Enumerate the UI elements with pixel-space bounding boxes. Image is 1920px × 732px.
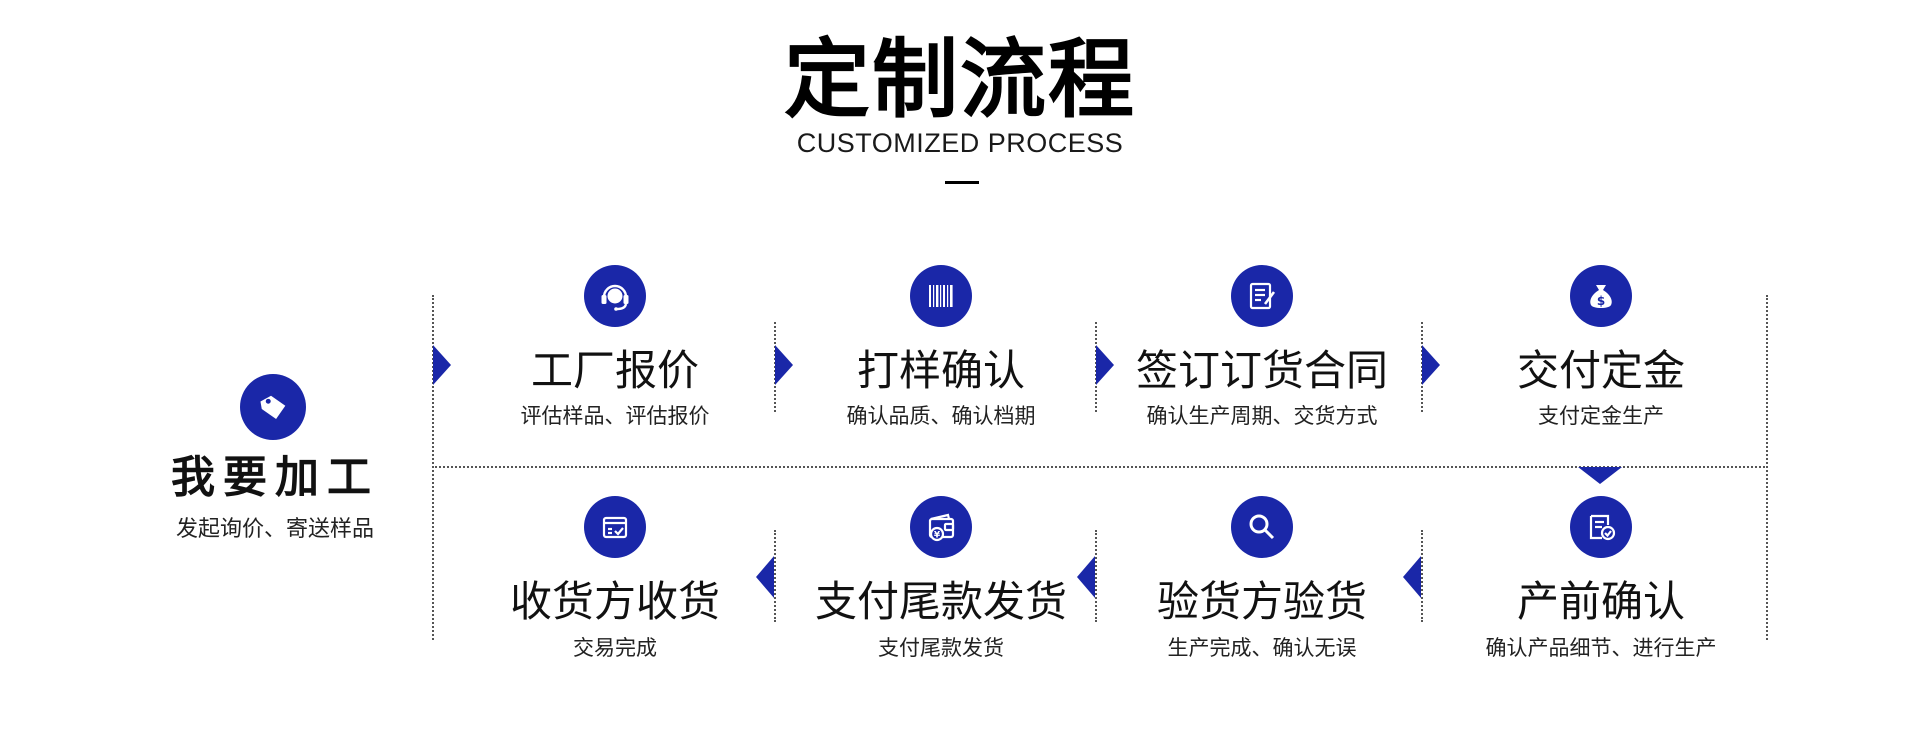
- step-subtitle: 确认生产周期、交货方式: [1146, 404, 1378, 428]
- contract-icon: [1231, 265, 1293, 327]
- step-title: 工厂报价: [530, 346, 699, 395]
- bottom-separator: [1421, 530, 1423, 622]
- step-subtitle: 支付定金生产: [1538, 404, 1664, 428]
- row-divider-line: [432, 466, 1768, 468]
- step-subtitle: 生产完成、确认无误: [1167, 636, 1357, 660]
- svg-text:¥: ¥: [934, 531, 941, 541]
- page-subtitle: CUSTOMIZED PROCESS: [796, 128, 1124, 158]
- package-icon: [584, 496, 646, 558]
- step-title: 产前确认: [1516, 577, 1685, 626]
- checklist-icon: [1570, 496, 1632, 558]
- flow-arrow-right: [433, 345, 451, 385]
- step-title: 交付定金: [1516, 346, 1685, 395]
- flow-arrow-left: [756, 556, 774, 598]
- flow-arrow-right: [1096, 345, 1114, 385]
- flow-arrow-down: [1578, 467, 1622, 484]
- step-subtitle: 交易完成: [573, 636, 657, 660]
- search-icon: [1231, 496, 1293, 558]
- step-title: 支付尾款发货: [814, 577, 1067, 626]
- step-title: 收货方收货: [509, 577, 720, 626]
- flow-arrow-left: [1077, 556, 1095, 598]
- step-title: 验货方验货: [1156, 577, 1367, 626]
- step-subtitle: 确认品质、确认档期: [846, 404, 1036, 428]
- money-bag-icon: $: [1570, 265, 1632, 327]
- step-subtitle: 支付尾款发货: [878, 636, 1004, 660]
- tag-icon: [240, 374, 306, 440]
- step-subtitle: 评估样品、评估报价: [520, 404, 710, 428]
- flow-arrow-left: [1403, 556, 1421, 598]
- bottom-separator: [774, 530, 776, 622]
- wallet-icon: ¥: [910, 496, 972, 558]
- start-title: 我要加工: [171, 452, 379, 503]
- title-underline: [945, 181, 979, 184]
- step-title: 打样确认: [856, 346, 1025, 395]
- svg-text:$: $: [1597, 294, 1605, 308]
- bottom-separator: [1095, 530, 1097, 622]
- page-title: 定制流程: [784, 30, 1136, 130]
- barcode-icon: [910, 265, 972, 327]
- flow-arrow-right: [1422, 345, 1440, 385]
- start-subtitle: 发起询价、寄送样品: [175, 517, 374, 542]
- flow-arrow-right: [775, 345, 793, 385]
- step-subtitle: 确认产品细节、进行生产: [1485, 636, 1717, 660]
- step-title: 签订订货合同: [1135, 346, 1388, 395]
- customer-service-icon: [584, 265, 646, 327]
